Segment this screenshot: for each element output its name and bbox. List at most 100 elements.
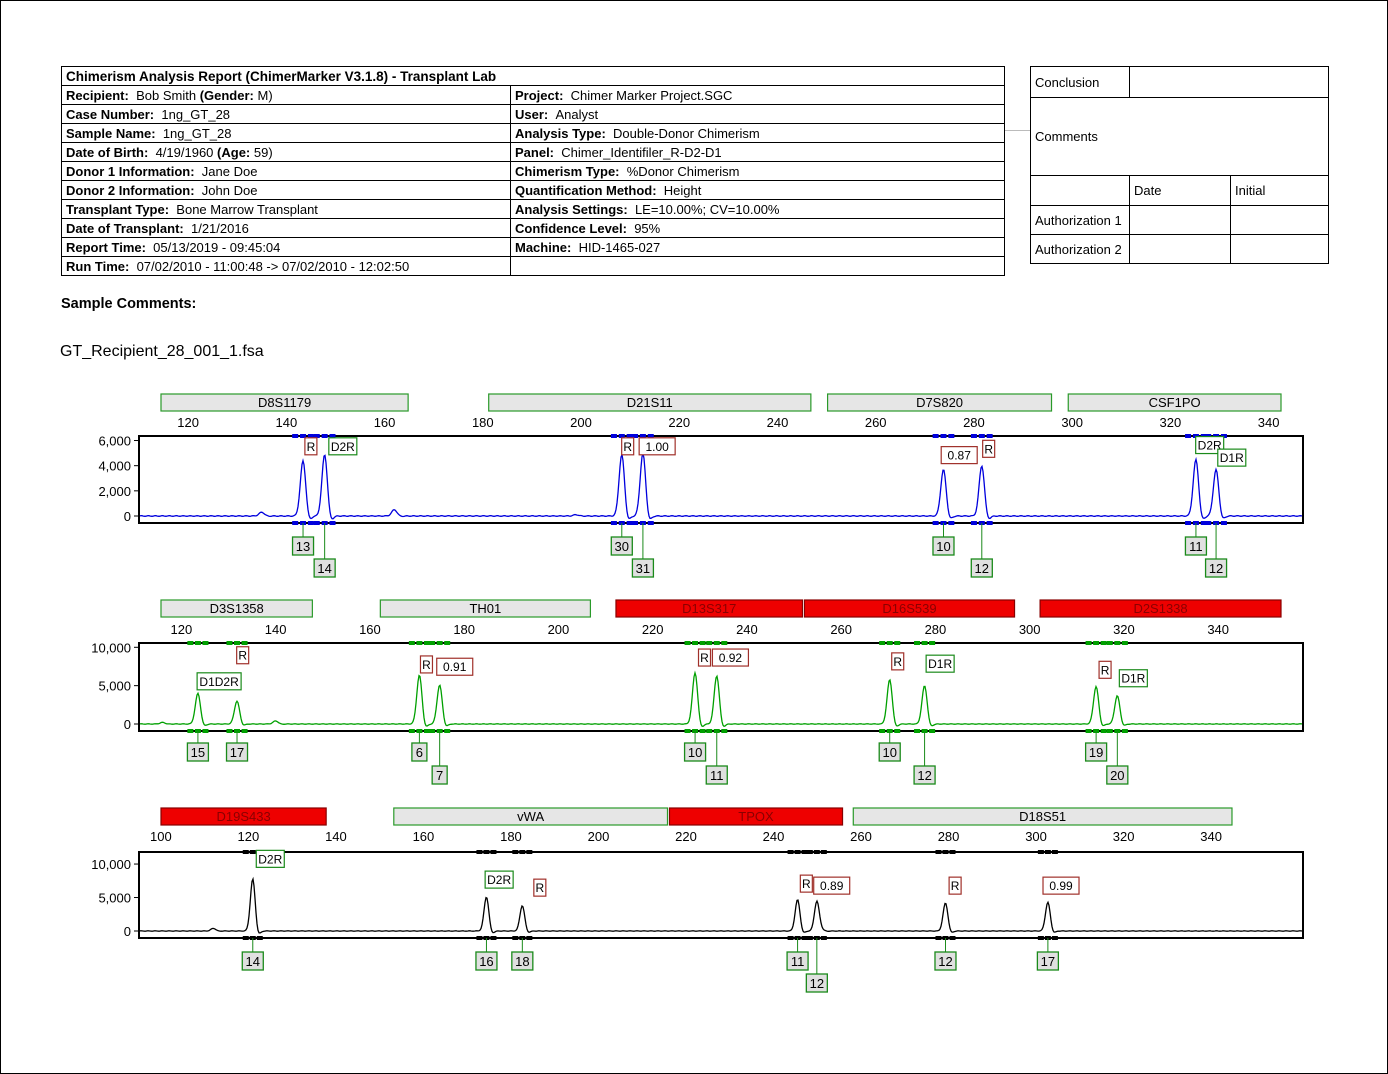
marker-name: D7S820 (916, 395, 963, 410)
report-row: Run Time: 07/02/2010 - 11:00:48 -> 07/02… (61, 256, 1005, 276)
bin-mark (234, 641, 241, 645)
bin-mark (820, 850, 827, 854)
field-value: 1ng_GT_28 (161, 106, 231, 122)
bin-mark (1093, 641, 1100, 645)
peak-label: R (422, 658, 431, 672)
x-tick-label: 180 (453, 622, 475, 637)
marker-box (160, 393, 409, 412)
field-value: 1ng_GT_28 (162, 125, 232, 141)
allele-call: 16 (479, 954, 493, 969)
bin-mark (1037, 936, 1044, 940)
allele-call: 7 (436, 768, 443, 783)
allele-call: 17 (230, 745, 244, 760)
x-tick-label: 280 (925, 622, 947, 637)
bin-mark (921, 641, 928, 645)
authorization-1-date[interactable] (1129, 205, 1231, 235)
allele-call-box (934, 951, 957, 971)
bin-mark (226, 729, 233, 733)
peak-label-box (304, 437, 318, 456)
bin-mark (787, 850, 794, 854)
bin-mark (429, 641, 436, 645)
bin-mark (292, 521, 299, 525)
allele-call: 14 (246, 954, 260, 969)
y-tick-label: 10,000 (91, 640, 131, 655)
peak-label: D2R (331, 440, 355, 454)
peak-label-box (813, 876, 851, 895)
peak-label: D2R (487, 873, 511, 887)
x-tick-label: 240 (763, 829, 785, 844)
bin-mark (706, 729, 713, 733)
field-label: (Gender: (199, 87, 254, 103)
allele-call: 13 (296, 539, 310, 554)
authorization-2-date[interactable] (1129, 234, 1231, 264)
x-tick-label: 200 (548, 622, 570, 637)
peak-label-box (891, 652, 905, 671)
field-label: Date of Transplant: (66, 220, 184, 236)
bin-mark (1044, 850, 1051, 854)
marker-name: D3S1358 (210, 601, 264, 616)
marker-box (488, 393, 812, 412)
field-label: Chimerism Type: (515, 163, 620, 179)
bin-mark (242, 850, 249, 854)
bin-mark (813, 850, 820, 854)
bin-mark (512, 936, 519, 940)
marker-name: D13S317 (682, 601, 736, 616)
allele-call-box (878, 742, 901, 762)
bin-mark (886, 641, 893, 645)
allele-call-box (1204, 558, 1228, 578)
authorization-2-label: Authorization 2 (1030, 234, 1130, 264)
bin-mark (894, 641, 901, 645)
report-left-cell: Case Number: 1ng_GT_28 (61, 104, 511, 124)
marker-name: D21S11 (627, 395, 673, 410)
marker-box (826, 393, 1053, 412)
bin-mark (321, 434, 328, 438)
field-label: Project: (515, 87, 564, 103)
report-right-cell: Project: Chimer Marker Project.SGC (510, 85, 1005, 105)
bin-mark (1100, 729, 1107, 733)
x-tick-label: 340 (1200, 829, 1222, 844)
x-tick-label: 300 (1061, 415, 1083, 430)
bin-mark (929, 729, 936, 733)
x-tick-label: 180 (472, 415, 494, 430)
bin-mark (444, 729, 451, 733)
allele-call: 11 (1189, 539, 1203, 554)
report-row: Recipient: Bob Smith (Gender: M)Project:… (61, 85, 1005, 105)
bin-mark (313, 521, 320, 525)
field-value: Jane Doe (201, 163, 258, 179)
allele-call: 31 (636, 561, 650, 576)
peak-label-box (328, 437, 358, 456)
bin-mark (894, 729, 901, 733)
bin-mark (476, 850, 483, 854)
peak-label-box (533, 878, 547, 897)
x-tick-label: 280 (963, 415, 985, 430)
peak-label: 0.92 (719, 651, 743, 665)
x-tick-label: 120 (238, 829, 260, 844)
allele-call-box (241, 951, 264, 971)
bin-mark (490, 936, 497, 940)
field-value: HID-1465-027 (578, 239, 661, 255)
bin-mark (879, 641, 886, 645)
allele-call-box (932, 536, 955, 556)
field-value: 59) (253, 144, 273, 160)
peak-label: D1R (1121, 672, 1145, 686)
field-value: Analyst (555, 106, 599, 122)
bin-mark (1185, 434, 1192, 438)
authorization-2-initial[interactable] (1230, 234, 1329, 264)
comments-label[interactable]: Comments (1030, 97, 1329, 176)
bin-mark (632, 434, 639, 438)
y-tick-label: 10,000 (91, 857, 131, 872)
x-tick-label: 180 (500, 829, 522, 844)
bin-mark (699, 729, 706, 733)
field-label: Sample Name: (66, 125, 156, 141)
allele-call-box (431, 765, 448, 785)
bin-mark (1106, 729, 1113, 733)
allele-call: 12 (938, 954, 952, 969)
x-tick-label: 320 (1160, 415, 1182, 430)
allele-call-box (1184, 536, 1208, 556)
bin-mark (202, 641, 209, 645)
bin-mark (932, 434, 939, 438)
peak-label: R (238, 649, 247, 663)
peak-label-box (419, 655, 434, 674)
